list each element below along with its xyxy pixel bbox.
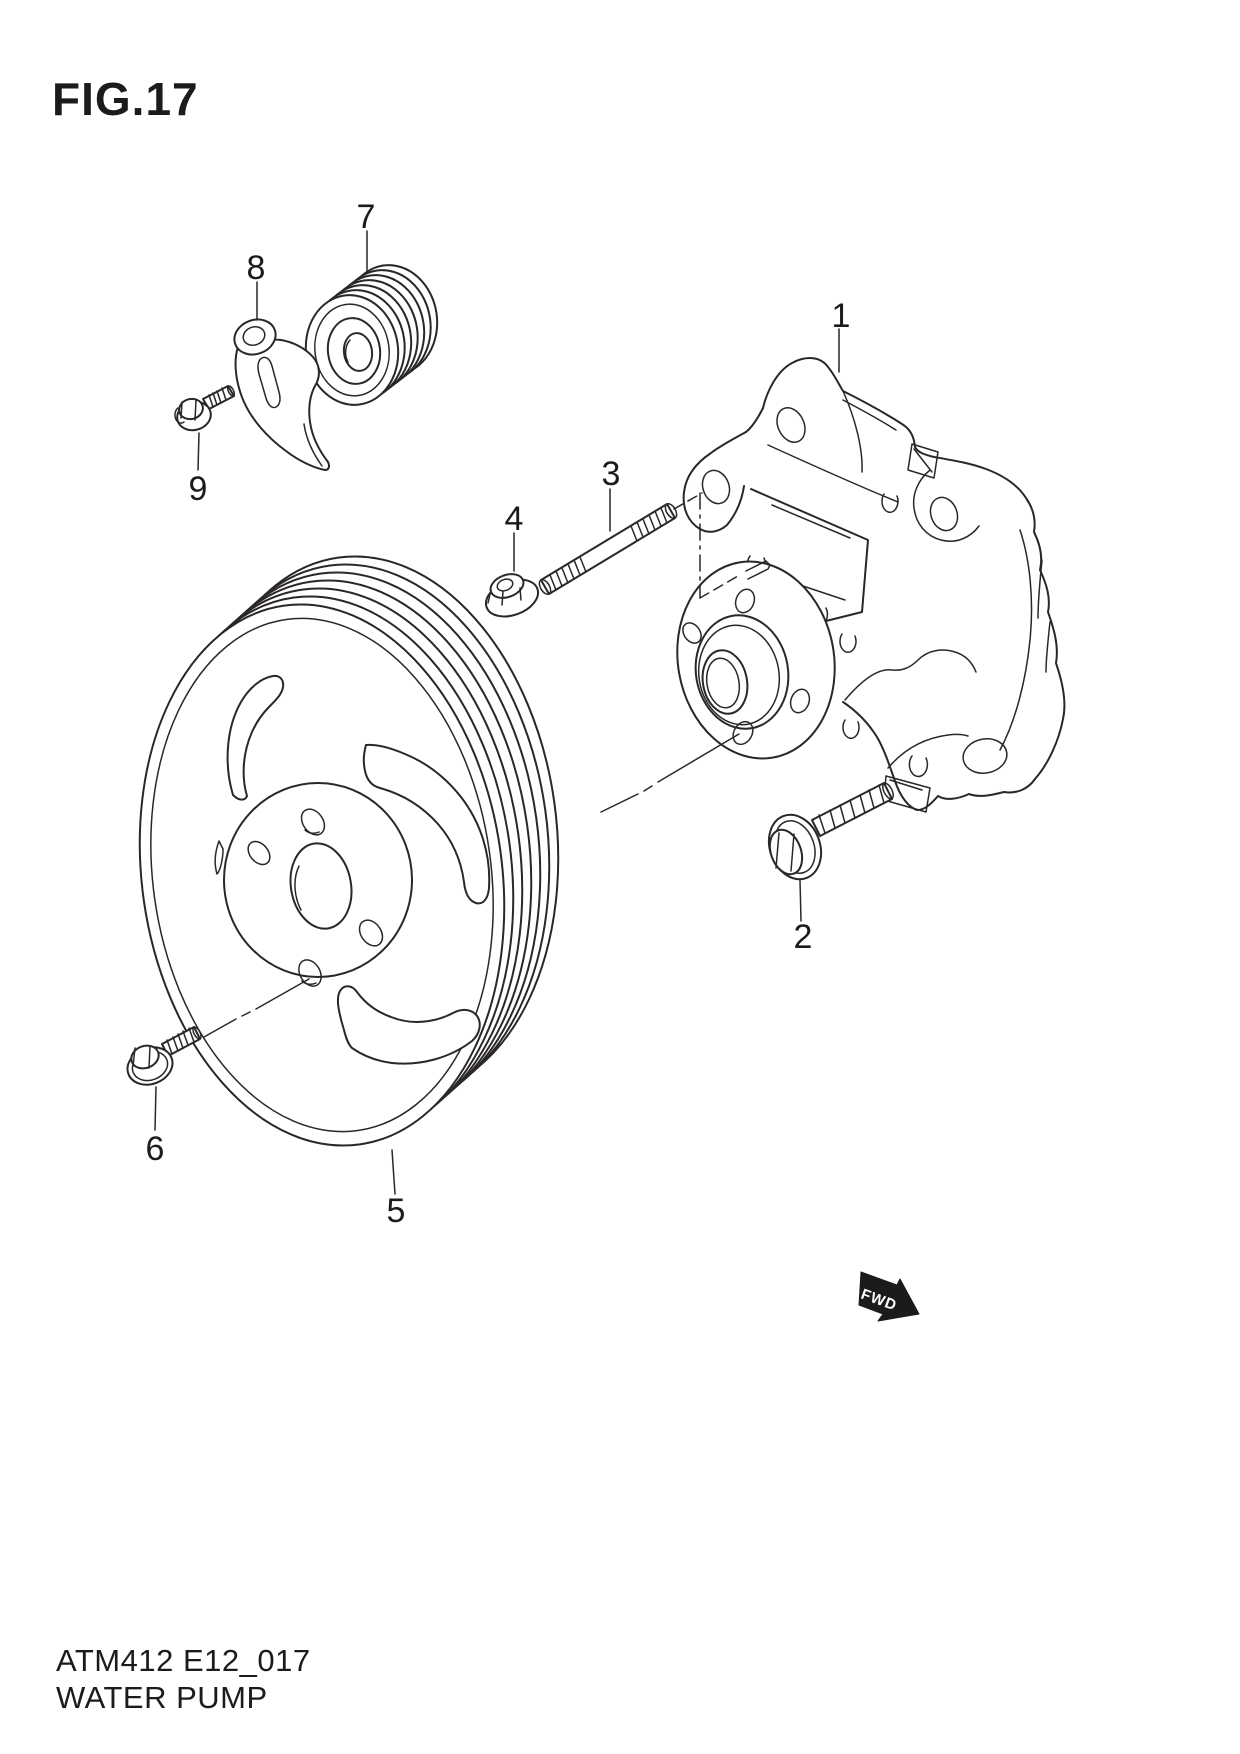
callout-label-2: 2 — [794, 918, 813, 956]
bolt-6-centerline — [203, 978, 310, 1038]
callout-label-5: 5 — [387, 1192, 406, 1230]
callout-7: 7 — [357, 198, 376, 274]
callout-8: 8 — [247, 249, 266, 321]
fwd-direction-marker: FWD — [858, 1271, 920, 1322]
callout-4: 4 — [505, 500, 524, 572]
part-5-crankshaft-pulley — [138, 555, 560, 1147]
callout-label-6: 6 — [146, 1130, 165, 1168]
callout-label-8: 8 — [247, 249, 266, 287]
catalog-code: ATM412 E12_017 — [56, 1643, 311, 1678]
part-7-idler-pulley — [304, 264, 439, 406]
callout-label-1: 1 — [832, 297, 851, 335]
callouts: 1 2 3 4 5 6 7 8 9 — [146, 198, 851, 1230]
figure-caption: WATER PUMP — [56, 1680, 268, 1715]
part-9-bolt — [174, 385, 236, 432]
callout-label-3: 3 — [602, 455, 621, 493]
part-3-stud-bolt — [538, 503, 678, 595]
part-2-bolt — [767, 782, 895, 881]
fwd-arrow-icon — [858, 1271, 920, 1322]
callout-label-4: 4 — [505, 500, 524, 538]
callout-3: 3 — [602, 455, 621, 532]
callout-5: 5 — [387, 1149, 406, 1230]
callout-9: 9 — [189, 432, 208, 508]
assembly-centerlines — [600, 492, 740, 813]
callout-6: 6 — [146, 1086, 165, 1168]
callout-2: 2 — [794, 879, 813, 956]
figure-title: FIG.17 — [52, 73, 199, 125]
callout-label-7: 7 — [357, 198, 376, 236]
page-footer: ATM412 E12_017 WATER PUMP — [56, 1642, 311, 1716]
part-1-water-pump-body — [676, 357, 1066, 813]
part-6-bolt — [126, 1026, 202, 1086]
callout-1: 1 — [832, 297, 851, 373]
callout-label-9: 9 — [189, 470, 208, 508]
part-4-flange-nut — [484, 573, 540, 618]
part-8-bracket — [233, 318, 330, 471]
